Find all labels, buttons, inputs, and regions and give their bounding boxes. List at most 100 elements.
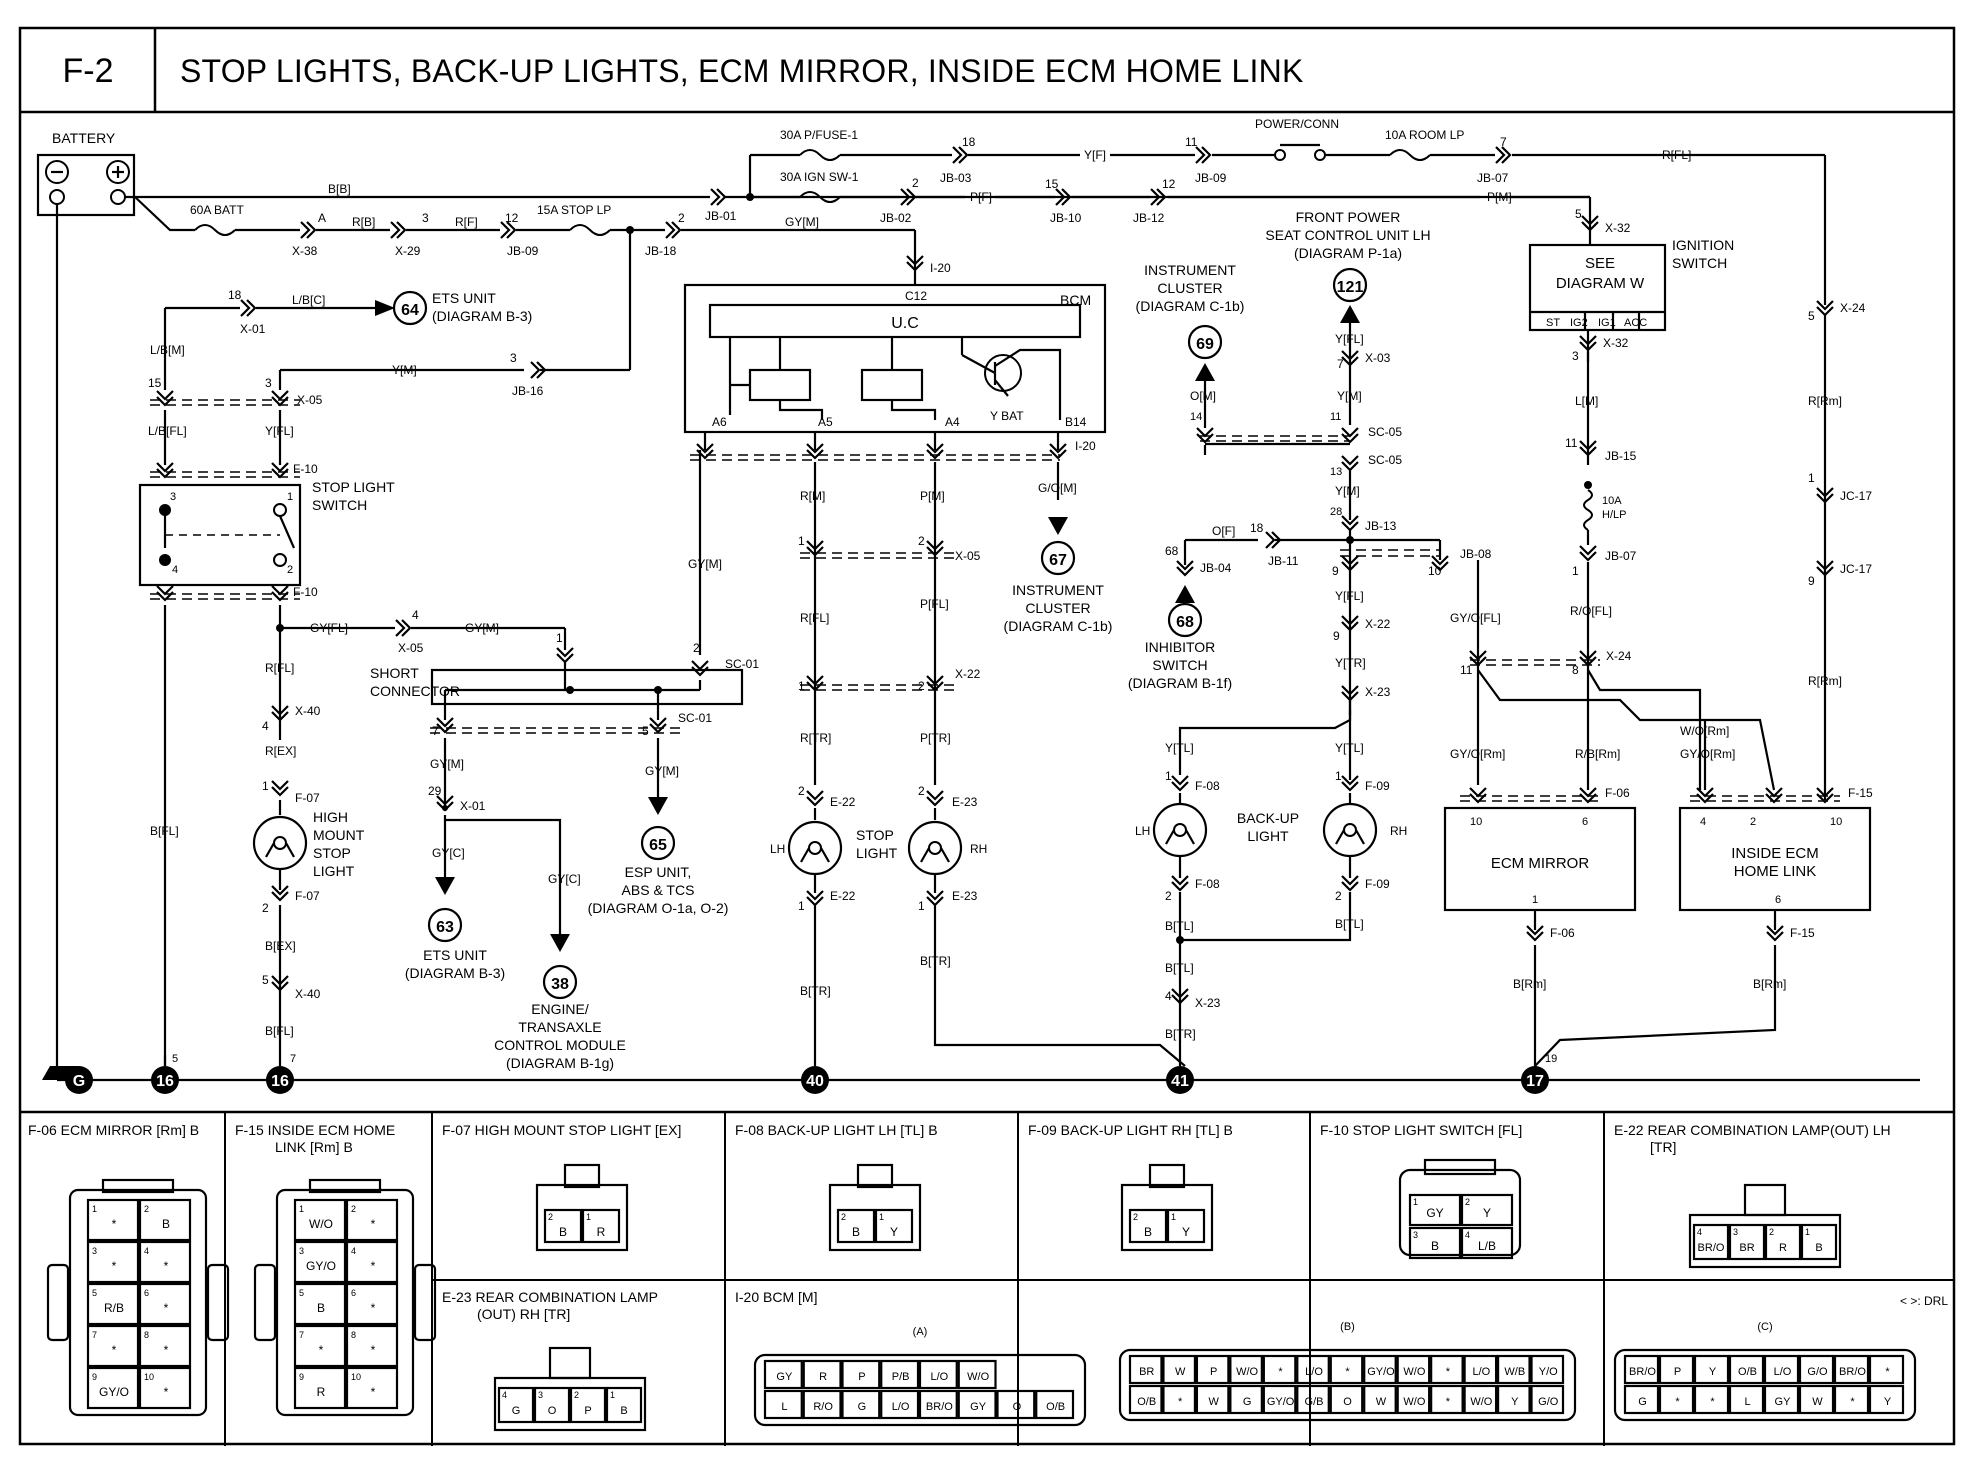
conn-i20-c-pin-cell [1658,1384,1695,1415]
ref-64-number: 64 [401,302,419,319]
ref-69-text: INSTRUMENT [1144,262,1236,278]
conn-i20-a-pin-cell [841,1389,881,1420]
connector-sc01-out-label: 5 [642,724,649,738]
connector-jb16-label: JB-16 [512,384,544,398]
conn-f07-pin: B [559,1225,567,1239]
connector-jb09b [500,221,511,239]
ref-67-text: INSTRUMENT [1012,582,1104,598]
ref-38-text: TRANSAXLE [518,1019,601,1035]
conn-f09-pin-num: 1 [1171,1212,1176,1222]
ref-65-number: 65 [649,837,667,854]
conn-f15-pin: * [371,1259,376,1273]
conn-f10-pin-num: 3 [1413,1230,1418,1240]
hmsl-label: LIGHT [313,863,355,879]
ground-16b-number: 16 [271,1073,289,1090]
connector-f06b-label: F-06 [1550,926,1575,940]
conn-i20-c-pin: * [1885,1366,1890,1378]
conn-i20-a-label: (A) [913,1326,928,1338]
connector-x05c-label: 1 [798,534,805,548]
wire-label-yfl-bu: Y[FL] [1335,589,1364,603]
conn-i20-a-pin-cell [957,1359,997,1390]
conn-i20-a-pin: L/O [931,1371,949,1383]
ref-63-circle [427,907,463,943]
ground-41 [1166,1066,1194,1094]
conn-i20-b-pin-cell [1195,1354,1230,1385]
conn-i20-c-pin-cell [1798,1384,1835,1415]
ground-pin: 7 [290,1053,296,1065]
conn-f09-pin: B [1144,1225,1152,1239]
connector-f09-label: F-09 [1365,779,1390,793]
backup-light-lh-lamp-filament [1185,829,1195,845]
outer-frame [18,26,1956,1446]
wire-label-gym-esp: GY[M] [645,764,679,778]
wire-label-rtr: R[TR] [800,731,831,745]
conn-f06-pin-num: 3 [92,1246,97,1256]
conn-f15-pin: * [371,1385,376,1399]
cluster67-arrow-icon [1048,517,1068,535]
conn-i20-a-pin: GY [776,1371,793,1383]
connector-sc01-in [556,647,574,658]
connector-jb09b-label: JB-09 [507,244,539,258]
connector-e23 [926,790,944,801]
connector-jb12-label: 12 [1162,177,1176,191]
ignition-switch-box [1528,243,1667,332]
connector-sc01-out [649,717,667,728]
connector-i20-a6 [696,443,714,454]
wire-label-pfl: P[FL] [920,597,949,611]
connector-x29-label: 3 [422,211,429,225]
panel-title-f06: F-06 ECM MIRROR [Rm] B [28,1122,199,1138]
connector-jb11 [1265,531,1276,549]
connector-jb11 [1271,531,1282,549]
conn-i20-a-pin: G [858,1401,867,1413]
hmsl-label: MOUNT [313,827,365,843]
conn-e22-pin-cell [1692,1223,1730,1261]
connector-x03 [1341,350,1359,361]
conn-f15-pin-cell [293,1324,347,1368]
conn-i20-c-pin: BR/O [1839,1366,1866,1378]
home-link-label: INSIDE ECM [1731,845,1819,862]
connector-f06 [1469,787,1487,798]
conn-i20-b-pin: W [1175,1366,1186,1378]
connector-jb04 [1176,560,1194,571]
stop-light-lh-lamp-filament [820,847,830,863]
connector-jb04 [1176,566,1194,577]
wire-btr-rh [933,905,1186,1067]
connector-i20-a5 [806,443,824,454]
wire-label-lbc: L/B[C] [292,293,325,307]
ground-17 [1521,1066,1549,1094]
connector-jb02 [906,188,917,206]
connector-e23-label: E-23 [952,795,978,809]
conn-i20-b-pin: P [1210,1366,1217,1378]
conn-i20-a-pin-cell [918,1359,958,1390]
connector-jb02-label: 2 [912,176,919,190]
stop-light-rh-lamp-filament [940,847,950,863]
panel-title-i20: I-20 BCM [M] [735,1289,817,1305]
conn-i20-b-pin-cell [1162,1354,1197,1385]
wire-label-lm: L[M] [1575,394,1598,408]
wire-label-bfl-hmsl: B[FL] [265,1024,294,1038]
conn-i20-a-pin-cell [841,1359,881,1390]
ref-64-circle [392,290,428,326]
battery-positive-icon [106,160,130,184]
conn-i20-a-pin: P [858,1371,865,1383]
wire-label-btr-lh: B[TR] [800,984,831,998]
ign-term-ig2: IG2 [1570,317,1588,329]
conn-i20-b-pin: W/O [1470,1396,1492,1408]
bcm-transistor-icon [961,354,996,374]
bcm-ybat-label: Y BAT [990,409,1024,423]
conn-f15-pin: GY/O [306,1259,336,1273]
conn-f15-pin-cell [293,1198,347,1242]
switch-contact [273,553,287,567]
conn-f06-pin-cell [138,1240,192,1284]
bcm-pin: A6 [712,415,727,429]
conn-i20-b-pin: * [1446,1396,1451,1408]
connector-x32b-label: X-32 [1603,336,1629,350]
connector-x05-right [271,390,289,401]
connector-x05c-label: 2 [918,534,925,548]
stop-light-switch-box [138,483,302,587]
pin-num: 28 [1330,506,1342,518]
conn-i20-a-pin: R [819,1371,827,1383]
conn-e22-pin-num: 3 [1733,1227,1738,1237]
ground-pin: 5 [172,1053,178,1065]
wire-label-ytr: Y[TR] [1335,656,1366,670]
